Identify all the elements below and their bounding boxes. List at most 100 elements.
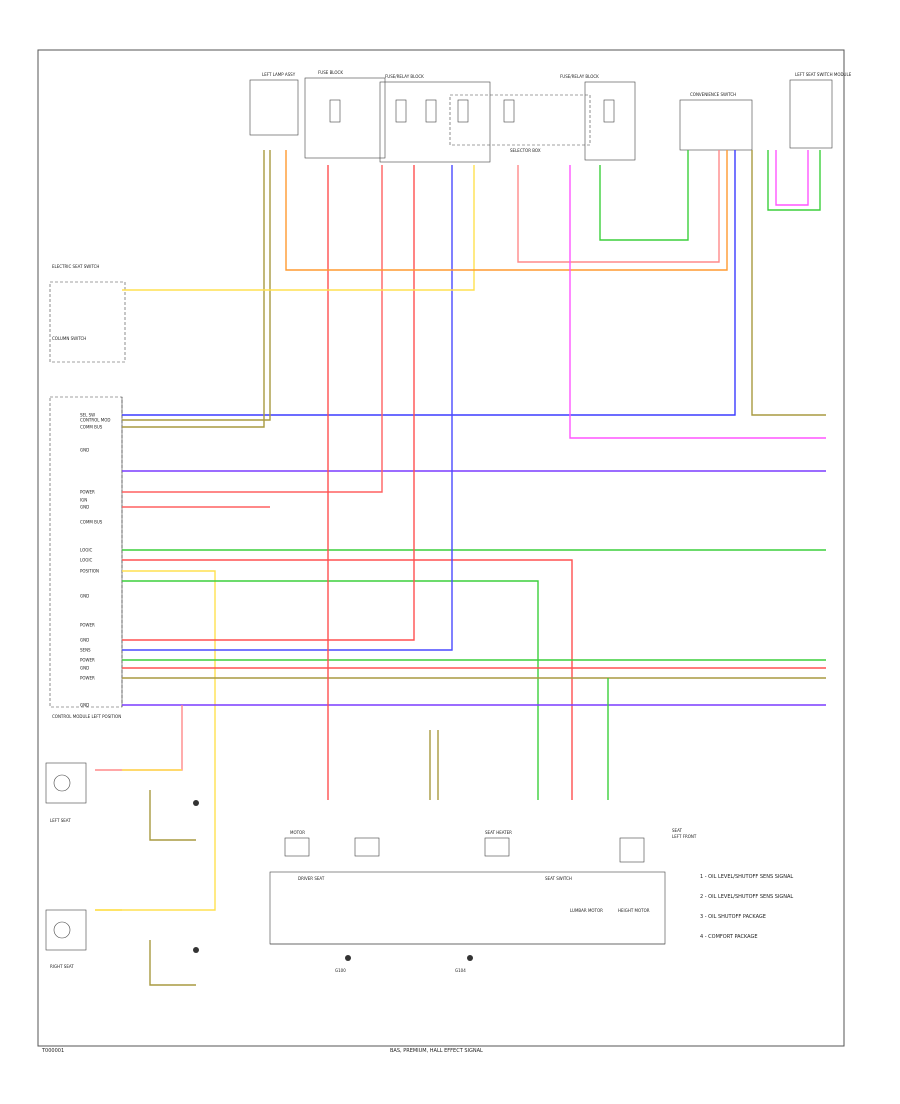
control-module-pin-label: POSITION: [80, 569, 99, 574]
motor-symbol-2: [53, 921, 71, 939]
right-seat-motor-box: [45, 909, 87, 951]
wire-green-top: [599, 150, 689, 241]
wire-tan-right: [751, 150, 826, 416]
driver-seat-module-box: [269, 871, 666, 945]
wire-blue-power: [122, 165, 453, 651]
fuse-relay-block-2-box: [584, 81, 636, 161]
label-driver-seat: DRIVER SEAT: [298, 876, 325, 881]
control-module-pin-label: GND: [80, 703, 89, 708]
seat-heater: [484, 837, 510, 857]
control-module-pin-label: COMM BUS: [80, 520, 103, 525]
wire-harness: [95, 150, 826, 986]
fuse-6: [603, 99, 615, 123]
ground-g104: [467, 955, 473, 961]
control-module-pin-label: POWER: [80, 623, 95, 628]
control-module-pin-label: COMM BUS: [80, 425, 103, 430]
control-module-pin-label: POWER: [80, 676, 95, 681]
fuse-relay-block-box: [379, 81, 491, 163]
label-convenience: CONVENIENCE SWITCH: [690, 92, 736, 97]
left-seat-switch-box: [789, 79, 833, 149]
label-selector: SELECTOR BOX: [510, 148, 541, 153]
wire-yellow-top: [122, 165, 475, 291]
legend-item-3: 3 - OIL SHUTOFF PACKAGE: [700, 914, 766, 920]
convenience-switch-box: [679, 99, 753, 151]
ground-left-seat: [193, 800, 199, 806]
control-module-pin-label: SEL SW: [80, 413, 95, 418]
wire-yellow-position: [95, 570, 216, 911]
label-seat-heater: SEAT HEATER: [485, 830, 512, 835]
legend: 1 - OIL LEVEL/SHUTOFF SENS SIGNAL 2 - OI…: [700, 874, 793, 940]
control-module-pin-label: GND: [80, 505, 89, 510]
control-module-pin-label: IGN: [80, 498, 87, 503]
legend-item-1: 1 - OIL LEVEL/SHUTOFF SENS SIGNAL: [700, 874, 793, 880]
label-left-seat-switch: LEFT SEAT SWITCH MODULE: [795, 72, 852, 77]
control-module-pin-label: SENS: [80, 648, 91, 653]
label-right-seat: RIGHT SEAT: [50, 964, 74, 969]
control-module-pin-label: LOGIC: [80, 548, 93, 553]
wire-orange-top: [285, 150, 728, 271]
footer-caption: BAS, PREMIUM, HALL EFFECT SIGNAL: [390, 1048, 483, 1054]
label-motor: MOTOR: [290, 830, 305, 835]
selector-box: [449, 94, 591, 146]
electric-seat-switch-box: [49, 281, 126, 363]
wire-green-position: [122, 580, 539, 800]
label-g100: G100: [335, 968, 346, 973]
wire-tan-comm: [122, 150, 265, 428]
top-components: [249, 77, 833, 163]
motor-symbol-1: [53, 774, 71, 792]
fuse-2: [395, 99, 407, 123]
control-module-pin-label: GND: [80, 638, 89, 643]
wire-pink-top: [517, 150, 720, 263]
wire-red-power-2: [122, 165, 415, 641]
label-fuse-relay-2: FUSE/RELAY BLOCK: [560, 74, 599, 79]
label-left-seat: LEFT SEAT: [50, 818, 71, 823]
label-left-front: LEFT FRONT: [672, 834, 697, 839]
wire-red-logic: [122, 559, 573, 800]
wire-tan-left-seat: [149, 790, 196, 841]
control-module-pin-label: GND: [80, 666, 89, 671]
control-module-pin-label: LOGIC: [80, 558, 93, 563]
left-lamp-assy-box: [249, 79, 299, 136]
label-g104: G104: [455, 968, 466, 973]
control-module-pin-label: GND: [80, 594, 89, 599]
legend-item-2: 2 - OIL LEVEL/SHUTOFF SENS SIGNAL: [700, 894, 793, 900]
wire-blue-sel-sw: [122, 150, 736, 416]
ground-g100: [345, 955, 351, 961]
control-module-pin-label: GND: [80, 448, 89, 453]
control-module-pin-label: POWER: [80, 490, 95, 495]
fuse-1: [329, 99, 341, 123]
left-switches: [45, 281, 126, 951]
fuse-block-box: [304, 77, 386, 159]
label-left-lamp: LEFT LAMP ASSY: [262, 72, 296, 77]
wire-green-loop: [767, 150, 821, 211]
bottom-components: [193, 800, 666, 961]
seat-motor-2: [354, 837, 380, 857]
wire-tan-control: [122, 150, 271, 421]
ground-right-seat: [193, 947, 199, 953]
label-control-module: CONTROL MODULE LEFT POSITION: [52, 714, 121, 719]
legend-item-4: 4 - COMFORT PACKAGE: [700, 934, 758, 940]
seat-switch: [619, 837, 645, 863]
fuse-5: [503, 99, 515, 123]
label-seat-switch: SEAT SWITCH: [545, 876, 572, 881]
label-electric-seat-switch: ELECTRIC SEAT SWITCH: [52, 264, 99, 269]
label-height-motor: HEIGHT MOTOR: [618, 908, 650, 913]
label-lumbar-motor: LUMBAR MOTOR: [570, 908, 603, 913]
control-module-pin-label: CONTROL MOD: [80, 418, 110, 423]
fuse-4: [457, 99, 469, 123]
seat-motor-1: [284, 837, 310, 857]
wire-magenta-right: [569, 165, 826, 439]
wire-red-power: [122, 165, 383, 493]
label-fuse-relay: FUSE/RELAY BLOCK: [385, 74, 424, 79]
wire-tan-right-seat: [149, 940, 196, 986]
label-seat: SEAT: [672, 828, 682, 833]
control-module-pin-label: POWER: [80, 658, 95, 663]
left-seat-motor-box: [45, 762, 87, 804]
label-fuse-block: FUSE BLOCK: [318, 70, 343, 75]
label-column-switch: COLUMN SWITCH: [52, 336, 86, 341]
diagram-frame: [37, 49, 845, 1047]
fuse-3: [425, 99, 437, 123]
